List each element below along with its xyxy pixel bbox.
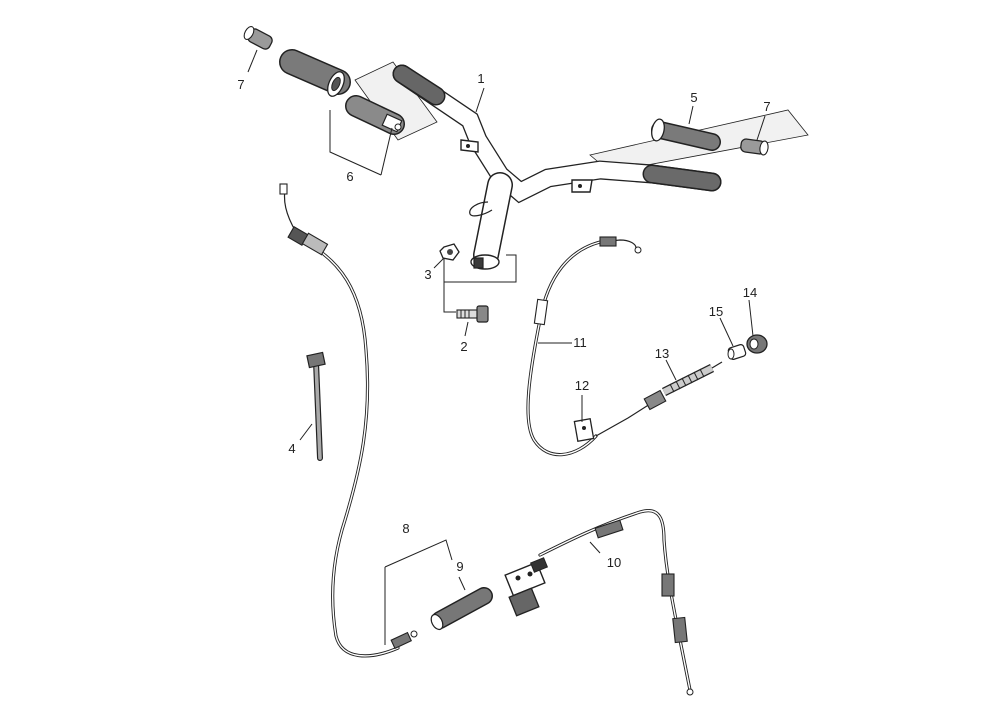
callout-labels: 1 2 3 4 5 6 7 7 8 9 10 11 12 13 14 15 [237,71,770,574]
callout-7-right: 7 [763,99,770,114]
brake-cable[interactable] [538,509,694,696]
left-grip[interactable] [279,49,351,99]
bar-end-left[interactable] [242,25,274,51]
callout-10: 10 [607,555,621,570]
callout-12: 12 [575,378,589,393]
callout-1: 1 [477,71,484,86]
right-grip[interactable] [650,118,721,151]
callout-8: 8 [402,521,409,536]
callout-6: 6 [346,169,353,184]
callout-14: 14 [743,285,757,300]
handlebar[interactable] [354,61,809,270]
bolt[interactable] [456,305,489,323]
callout-13: 13 [655,346,669,361]
left-grip-sleeve[interactable] [345,95,405,135]
leader-lines [247,49,766,645]
bar-end-right[interactable] [740,138,769,156]
callout-2: 2 [460,339,467,354]
throttle-tube[interactable] [429,587,493,631]
rear-brake-cable[interactable] [526,236,642,457]
adjuster-collar[interactable] [727,344,747,360]
callout-4: 4 [288,441,295,456]
cable-tie[interactable] [306,351,326,461]
cable-adjuster[interactable] [595,361,723,437]
callout-3: 3 [424,267,431,282]
throttle-housing[interactable] [504,557,549,617]
nut[interactable] [439,243,460,261]
adjuster-nut[interactable] [746,334,768,354]
throttle-cable[interactable] [279,183,418,658]
callout-11: 11 [573,335,587,350]
cable-clamp[interactable] [573,418,595,442]
callout-15: 15 [709,304,723,319]
callout-9: 9 [456,559,463,574]
callout-5: 5 [690,90,697,105]
callout-7-left: 7 [237,77,244,92]
